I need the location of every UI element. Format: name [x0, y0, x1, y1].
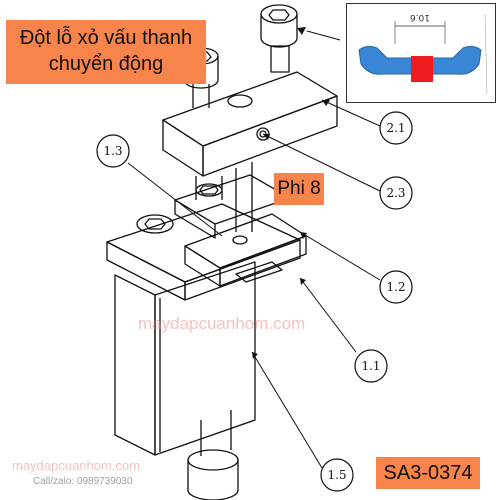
guide-pillars	[195, 162, 253, 232]
contact-text: Call/zalo: 0989739030	[33, 476, 133, 487]
callout-circle-1-5	[320, 458, 354, 492]
main-body	[106, 203, 301, 456]
inset-dimension: 10.6	[410, 12, 430, 22]
callout-2-3: 2.3	[386, 186, 405, 200]
title-line-2: chuyển động	[48, 53, 164, 75]
title-box: Đột lỗ xỏ vấu thanh chuyển động	[6, 20, 206, 84]
die-block	[184, 213, 307, 287]
callout-2-1: 2.1	[386, 121, 405, 135]
lower-screws	[187, 410, 239, 500]
upper-plate	[162, 71, 338, 177]
profile-inset: 10.6	[346, 3, 496, 103]
callout-1-3: 1.3	[103, 144, 122, 158]
callout-circle-1-2	[379, 270, 413, 304]
top-cap-screw	[260, 4, 298, 73]
part-code: SA3-0374	[376, 457, 480, 489]
callout-circle-1-3	[96, 134, 130, 168]
callout-circle-2-3	[379, 176, 413, 210]
punch-slot	[411, 56, 433, 82]
callout-circle-2-1	[379, 111, 413, 145]
callout-1-1: 1.1	[361, 359, 380, 373]
callout-1-2: 1.2	[386, 280, 405, 294]
callout-circle-1-1	[354, 349, 388, 383]
phi-label: Phi 8	[274, 173, 324, 205]
leader-arrows	[252, 27, 330, 359]
leader-lines	[127, 30, 381, 469]
callout-1-5: 1.5	[327, 468, 346, 482]
title-line-1: Đột lỗ xỏ vấu thanh	[19, 27, 193, 49]
watermark-bottom: maydapcuanhom.com	[12, 458, 140, 473]
watermark-center: maydapcuanhom.com	[138, 314, 306, 333]
